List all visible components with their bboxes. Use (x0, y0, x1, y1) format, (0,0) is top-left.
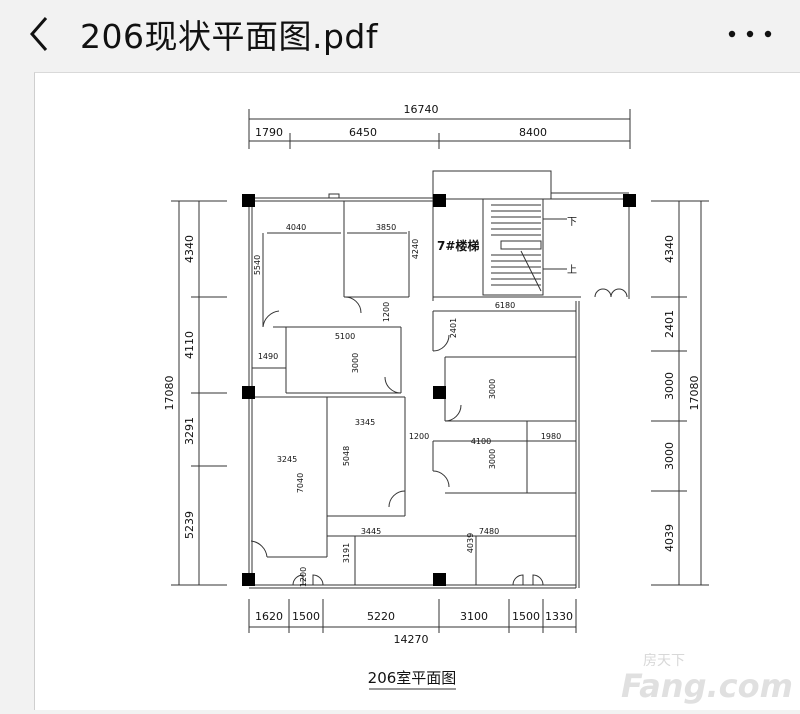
dim-top: 1790 (255, 126, 283, 139)
dim-top-overall: 16740 (404, 103, 439, 116)
dim-bottom: 3100 (460, 610, 488, 623)
room-dim: 5540 (253, 255, 262, 275)
room-dim: 3345 (355, 418, 375, 427)
pdf-page[interactable]: 16740 1790 6450 8400 1620 1500 5220 3100… (34, 72, 800, 710)
dim-left: 4340 (183, 235, 196, 263)
dim-left-overall: 17080 (163, 376, 176, 411)
dim-right: 2401 (663, 310, 676, 338)
room-dim: 3445 (361, 527, 381, 536)
more-dots-icon (728, 30, 772, 38)
room-dim: 1200 (299, 567, 308, 587)
room-dim: 1200 (382, 302, 391, 322)
room-dim: 6180 (495, 301, 515, 310)
room-dim: 3850 (376, 223, 396, 232)
dim-bottom-overall: 14270 (394, 633, 429, 646)
room-dim: 4039 (466, 533, 475, 553)
dim-bottom: 1500 (512, 610, 540, 623)
stair-up-label: 上 (567, 264, 577, 276)
stair-down-label: 下 (567, 217, 577, 228)
dim-bottom: 1330 (545, 610, 573, 623)
chevron-left-icon (30, 17, 48, 51)
room-dim: 2401 (449, 318, 458, 338)
back-button[interactable] (20, 14, 60, 54)
room-dim: 3245 (277, 455, 297, 464)
room-dim: 1200 (409, 432, 429, 441)
room-dim: 3000 (351, 353, 360, 373)
dim-top: 6450 (349, 126, 377, 139)
stair-label: 7#楼梯 (437, 238, 479, 253)
dim-bottom: 5220 (367, 610, 395, 623)
more-options-button[interactable] (722, 14, 778, 54)
room-dim: 3191 (342, 543, 351, 563)
dim-top: 8400 (519, 126, 547, 139)
drawing-title: 206室平面图 (368, 669, 457, 687)
room-dim: 3000 (488, 379, 497, 399)
dim-bottom: 1620 (255, 610, 283, 623)
document-title: 206现状平面图.pdf (80, 17, 378, 56)
room-dim: 4040 (286, 223, 306, 232)
dim-left: 3291 (183, 417, 196, 445)
top-bar: 206现状平面图.pdf (0, 0, 800, 70)
watermark-bottom: Fang.com (621, 667, 793, 705)
dim-right-overall: 17080 (688, 376, 701, 411)
dim-right: 4340 (663, 235, 676, 263)
room-dim: 4100 (471, 437, 491, 446)
fang-logo-watermark: 房天下 Fang.com (621, 653, 793, 705)
dim-right: 3000 (663, 372, 676, 400)
room-dim: 4240 (411, 239, 420, 259)
dim-right: 4039 (663, 524, 676, 552)
room-dim: 7040 (296, 473, 305, 493)
dim-left: 4110 (183, 331, 196, 359)
floor-plan-drawing: 16740 1790 6450 8400 1620 1500 5220 3100… (163, 103, 793, 705)
room-dim: 1980 (541, 432, 561, 441)
room-dim: 5048 (342, 446, 351, 466)
room-dim: 3000 (488, 449, 497, 469)
room-dim: 5100 (335, 332, 355, 341)
room-dim: 7480 (479, 527, 499, 536)
dim-right: 3000 (663, 442, 676, 470)
room-dim: 1490 (258, 352, 278, 361)
dim-left: 5239 (183, 511, 196, 539)
dim-bottom: 1500 (292, 610, 320, 623)
watermark-top: 房天下 (643, 653, 685, 669)
